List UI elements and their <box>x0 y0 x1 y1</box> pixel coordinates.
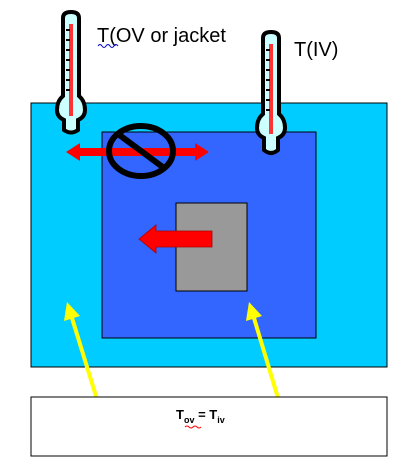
equation-rhs-subscript: iv <box>217 415 225 425</box>
prohibition-icon <box>106 123 176 179</box>
outer-thermometer-label: T(OV or jacket <box>97 25 226 47</box>
thermometer-icon <box>54 9 88 135</box>
spellcheck-underline <box>184 425 202 429</box>
equation-equals: = <box>194 407 209 422</box>
sample-heat-arrow <box>138 224 213 254</box>
equation-rhs-symbol: T <box>209 407 217 422</box>
equation-lhs-subscript: ov <box>184 415 195 425</box>
equation: Tov = Tiv <box>176 407 225 425</box>
equation-box <box>30 396 388 457</box>
heat-exchange-arrow <box>66 143 209 161</box>
spellcheck-underline <box>97 44 119 48</box>
inner-thermometer-label: T(IV) <box>294 39 338 61</box>
equation-lhs-symbol: T <box>176 407 184 422</box>
thermometer-icon <box>254 29 288 155</box>
